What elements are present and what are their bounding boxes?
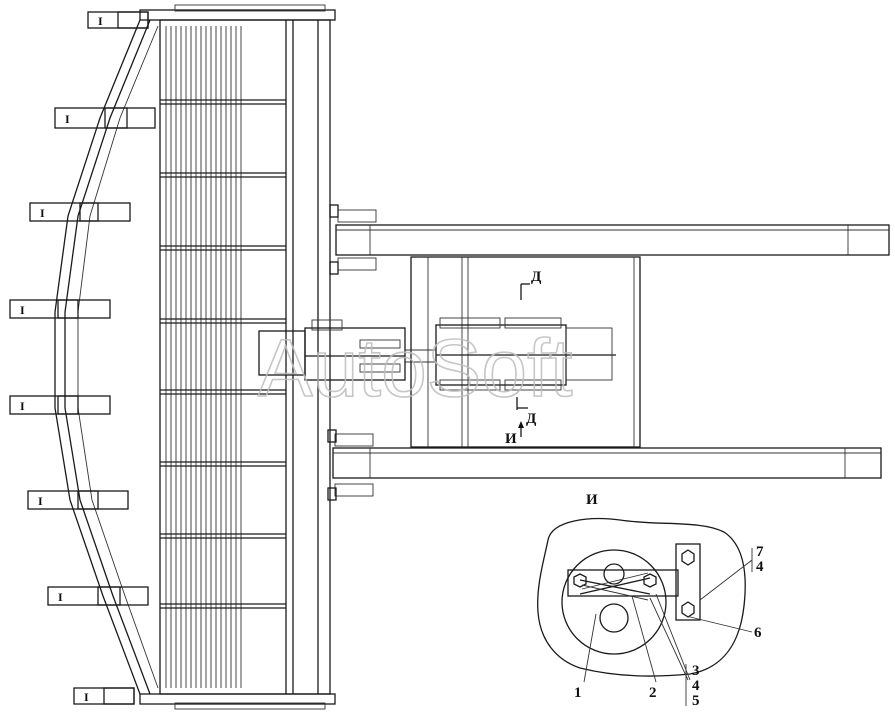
section-mark-d-bottom: Д	[516, 397, 537, 427]
header-frame	[139, 4, 336, 710]
lower-beam	[327, 429, 882, 501]
tooth-label: I	[65, 112, 70, 126]
svg-text:Д: Д	[531, 269, 542, 285]
callout-5: 5	[692, 693, 700, 709]
callout-7: 7	[756, 544, 764, 560]
tooth-label: I	[20, 399, 25, 413]
callout-2: 2	[649, 685, 657, 701]
tooth-labels: I I I I I I I I	[20, 14, 103, 704]
leader-lines	[583, 548, 753, 706]
svg-text:И: И	[505, 431, 517, 447]
callout-3: 3	[692, 663, 700, 679]
tooth-label: I	[98, 14, 103, 28]
detail-view-i: И	[537, 492, 746, 677]
section-mark-d-top: Д	[520, 269, 542, 300]
tooth-label: I	[38, 494, 43, 508]
callout-4: 4	[692, 678, 700, 694]
watermark: AutoSoft	[258, 323, 573, 414]
callout-6: 6	[754, 625, 762, 641]
callout-4b: 4	[756, 559, 764, 575]
tooth-label: I	[40, 206, 45, 220]
callout-1: 1	[574, 685, 582, 701]
section-mark-i: И	[505, 421, 524, 447]
central-frame	[410, 256, 641, 448]
detail-title: И	[586, 492, 598, 508]
upper-beam	[329, 204, 890, 275]
tooth-label: I	[58, 590, 63, 604]
svg-text:Д: Д	[526, 411, 537, 427]
tooth-label: I	[84, 690, 89, 704]
tooth-bar	[54, 19, 159, 695]
teeth	[9, 11, 156, 705]
frame-ribs	[160, 99, 286, 609]
hitch-assembly	[258, 317, 616, 391]
tooth-label: I	[20, 303, 25, 317]
